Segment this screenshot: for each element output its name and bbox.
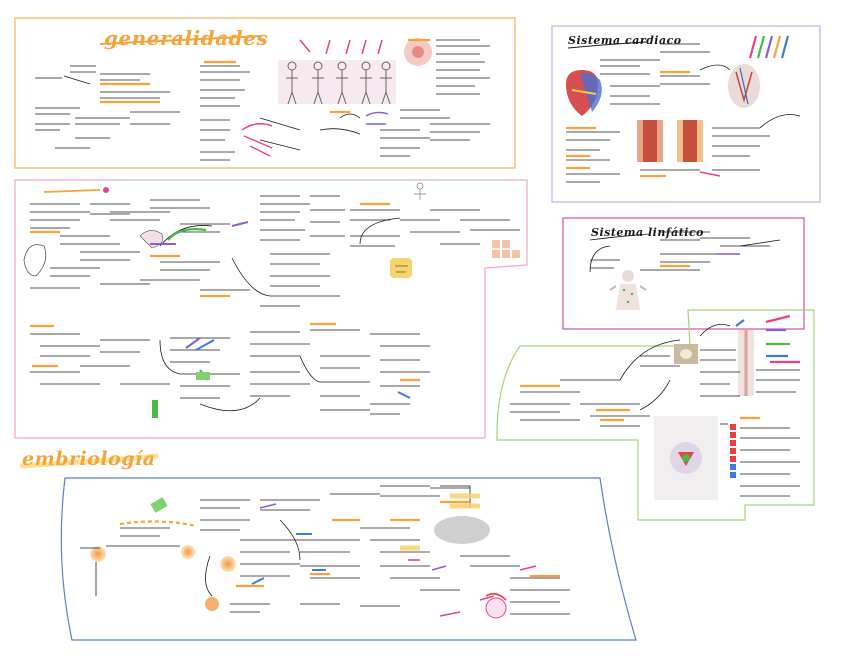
sistema-cardiaco-region (566, 35, 801, 183)
embryo-cell-image (90, 545, 236, 611)
middle-section-region (23, 182, 520, 418)
embriologia-region (19, 453, 570, 619)
middle-section-border (14, 179, 528, 439)
spinal-cord-image (674, 344, 698, 364)
generalidades-region (35, 35, 490, 161)
green-highlight (152, 400, 158, 418)
vessel-sections-image (637, 120, 703, 162)
nervous-section-border (496, 309, 815, 521)
torso-vessels-image (728, 64, 760, 108)
embriologia-border (60, 477, 637, 641)
skull-image (390, 258, 412, 278)
nervous-system-region (510, 314, 800, 500)
nerve-roots-image (738, 330, 754, 396)
green-leaf-icon (150, 497, 168, 513)
heart-image (566, 70, 602, 116)
generalidades-border (14, 17, 516, 169)
grey-cloud-image (434, 516, 490, 544)
lymphatic-body-image (609, 270, 647, 310)
sistema-linfatico-region (589, 231, 781, 310)
sistema-cardiaco-title: Sistema cardiaco (568, 34, 682, 47)
brain-cross-section-image (654, 416, 718, 500)
sistema-cardiaco-border (551, 25, 821, 203)
sistema-linfatico-title: Sistema linfático (591, 226, 704, 239)
figure-sketch-image (414, 182, 426, 200)
embriologia-title: embriología (22, 448, 156, 470)
generalidades-title: generalidades (104, 26, 269, 50)
sketch-organ-image (23, 230, 164, 277)
sistema-linfatico-border (562, 217, 805, 330)
skeleton-figures-image (278, 39, 396, 105)
embryo-diagram-image (485, 592, 507, 619)
